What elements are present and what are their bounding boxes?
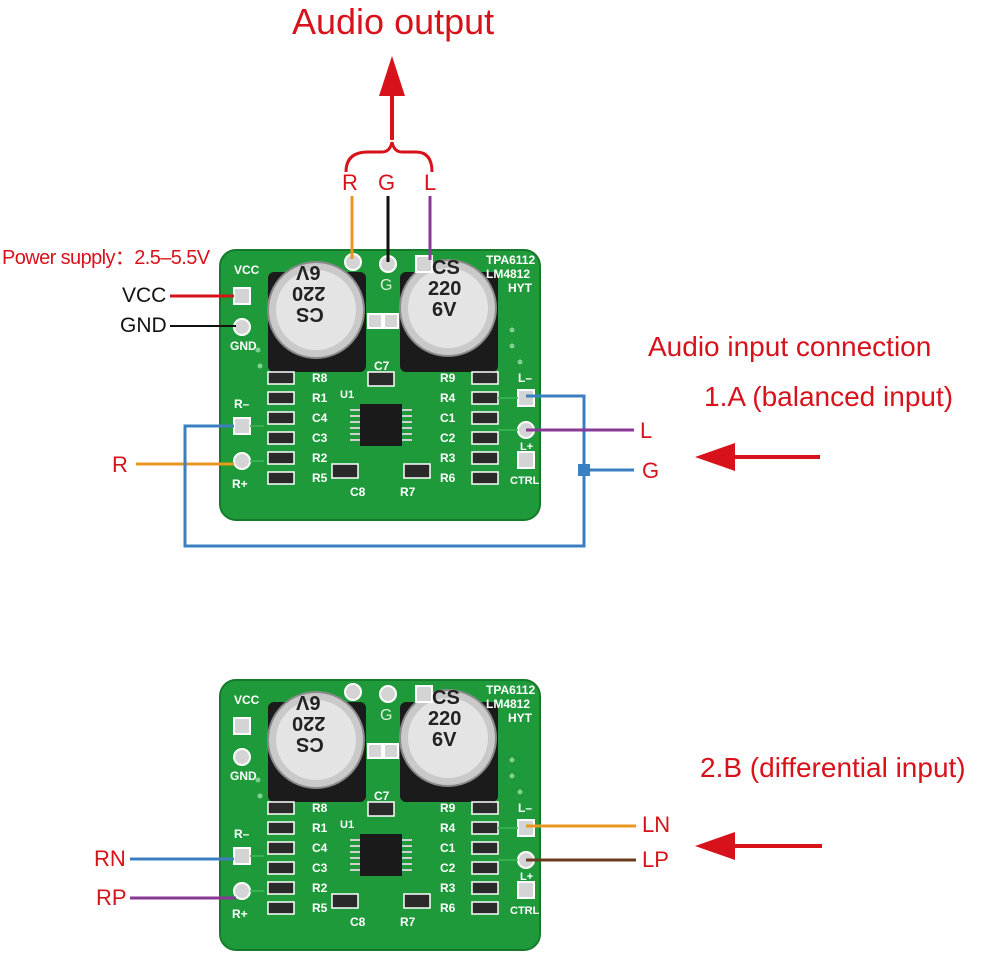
- cap-left-text-3: CS: [296, 733, 324, 755]
- part-label: R2: [312, 881, 328, 895]
- input-r-label: R: [112, 452, 128, 477]
- silk-model-2: LM4812: [486, 267, 531, 281]
- part-label: R9: [440, 371, 456, 385]
- part-label: R4: [440, 821, 456, 835]
- silk-r-minus: R–: [234, 397, 250, 411]
- cap-left-text-2: 220: [292, 712, 326, 734]
- part-label: R8: [312, 371, 328, 385]
- cap-left-text-2: 220: [292, 282, 326, 304]
- silk-gnd: GND: [230, 769, 257, 783]
- input-ln-label: LN: [642, 812, 671, 837]
- part-label: R4: [440, 391, 456, 405]
- cap-right-text-1: CS: [432, 687, 460, 709]
- part-label: R9: [440, 801, 456, 815]
- part-label: R6: [440, 471, 456, 485]
- silk-ctrl: CTRL: [510, 475, 540, 487]
- silk-r-plus: R+: [232, 477, 248, 491]
- silk-u1: U1: [340, 819, 355, 831]
- audio-input-heading: Audio input connection: [648, 331, 932, 362]
- silk-gnd: GND: [230, 339, 257, 353]
- output-pin-r-label: R: [342, 170, 358, 195]
- part-label: C3: [312, 861, 328, 875]
- silk-l-minus: L–: [518, 371, 533, 385]
- differential-input-label: 2.B (differential input): [700, 752, 966, 783]
- part-label: C4: [312, 411, 328, 425]
- part-label: R6: [440, 901, 456, 915]
- part-label: R2: [312, 451, 328, 465]
- cap-right-text-1: CS: [432, 257, 460, 279]
- input-rn-label: RN: [94, 846, 126, 871]
- part-label: C7: [374, 789, 390, 803]
- silk-model-1: TPA6112: [486, 683, 536, 697]
- part-label: R7: [400, 485, 416, 499]
- silk-g: G: [380, 277, 393, 294]
- part-label: R3: [440, 881, 456, 895]
- cap-right-text-3: 6V: [432, 299, 457, 321]
- output-pin-l-label: L: [424, 170, 437, 195]
- silk-model-2: LM4812: [486, 697, 531, 711]
- silk-vcc: VCC: [234, 693, 260, 707]
- part-label: C3: [312, 431, 328, 445]
- part-label: R8: [312, 801, 328, 815]
- silk-g: G: [380, 707, 393, 724]
- part-label: C2: [440, 861, 456, 875]
- silk-r-minus: R–: [234, 827, 250, 841]
- audio-output-title: Audio output: [292, 1, 495, 42]
- part-label: C1: [440, 411, 456, 425]
- input-l-label: L: [640, 418, 653, 443]
- silk-l-minus: L–: [518, 801, 533, 815]
- part-label: C2: [440, 431, 456, 445]
- part-label: C8: [350, 915, 366, 929]
- part-label: C4: [312, 841, 328, 855]
- silk-model-1: TPA6112: [486, 253, 536, 267]
- cap-right-text-2: 220: [428, 708, 462, 730]
- cap-left-text-3: CS: [296, 303, 324, 325]
- silk-l-plus: L+: [520, 871, 534, 883]
- silk-u1: U1: [340, 389, 355, 401]
- part-label: R1: [312, 821, 328, 835]
- power-supply-label: Power supply：2.5–5.5V: [2, 247, 210, 269]
- input-rp-label: RP: [96, 885, 127, 910]
- cap-left-text-1: 6V: [296, 261, 321, 283]
- silk-ctrl: CTRL: [510, 905, 540, 917]
- part-label: R7: [400, 915, 416, 929]
- part-label: C8: [350, 485, 366, 499]
- silk-l-plus: L+: [520, 441, 534, 453]
- output-pin-g-label: G: [378, 170, 396, 195]
- input-g-label: G: [642, 458, 660, 483]
- cap-right-text-3: 6V: [432, 729, 457, 751]
- silk-hyt: HYT: [508, 711, 532, 725]
- gnd-label: GND: [120, 314, 167, 337]
- balanced-input-label: 1.A (balanced input): [704, 381, 954, 412]
- silk-r-plus: R+: [232, 907, 248, 921]
- cap-left-text-1: 6V: [296, 691, 321, 713]
- part-label: R5: [312, 901, 328, 915]
- vcc-label: VCC: [122, 284, 167, 307]
- part-label: C1: [440, 841, 456, 855]
- part-label: R1: [312, 391, 328, 405]
- cap-right-text-2: 220: [428, 278, 462, 300]
- silk-hyt: HYT: [508, 281, 532, 295]
- input-lp-label: LP: [642, 847, 669, 872]
- part-label: R3: [440, 451, 456, 465]
- silk-vcc: VCC: [234, 263, 260, 277]
- part-label: C7: [374, 359, 390, 373]
- part-label: R5: [312, 471, 328, 485]
